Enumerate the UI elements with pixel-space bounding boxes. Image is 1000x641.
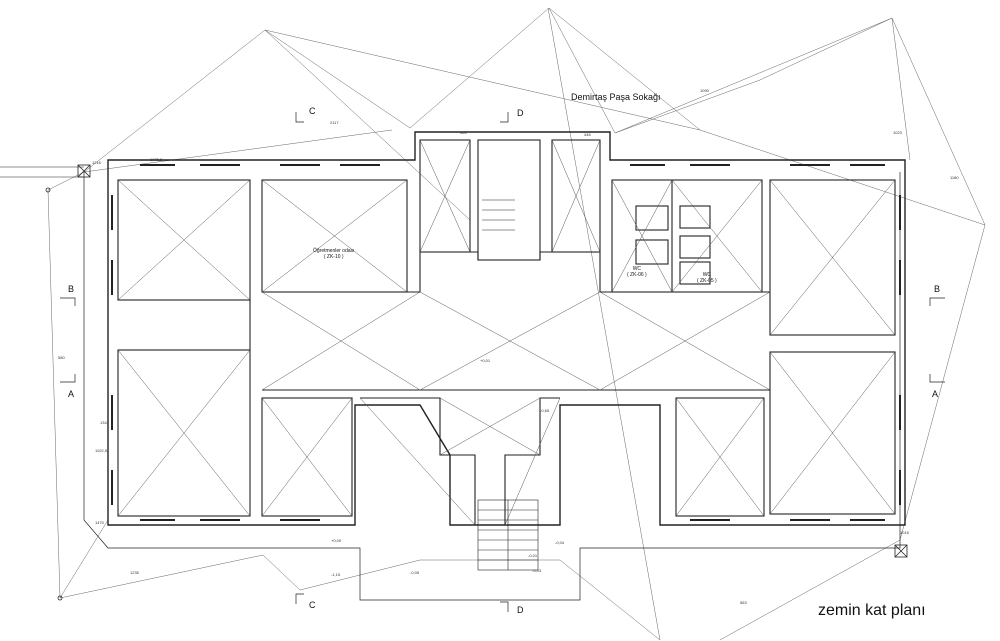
room-name: WC (702, 272, 712, 278)
section-mark-d-bottom: D (517, 605, 524, 615)
room-name: WC (632, 266, 642, 272)
survey-lines (47, 7, 986, 641)
room-code: ( ZK-10 ) (323, 254, 344, 260)
corner-markers (45, 164, 908, 601)
elevation-label: -1,15 (331, 572, 341, 577)
street-label: Demirtaş Paşa Sokağı (571, 92, 661, 102)
dimension-label: 464 (460, 130, 467, 135)
dimension-label: 446 (584, 132, 591, 137)
section-mark-b-right: B (934, 284, 941, 294)
dimension-label: 2117 (330, 120, 339, 125)
room-label-teachers: Öğretmenler odası ( ZK-10 ) (313, 248, 354, 260)
drawing-title: zemin kat planı (818, 602, 926, 619)
dimension-label: 1235 (130, 570, 139, 575)
dimension-label: 563 (740, 600, 747, 605)
section-mark-b-left: B (68, 284, 75, 294)
dimension-label: 1102,5 (95, 448, 107, 453)
elevation-label: -0,65 (540, 408, 550, 413)
dimension-label: 1075,5 (150, 157, 163, 162)
room-label-wc-1: WC ( ZK-06 ) (627, 266, 647, 278)
section-mark-c-top: C (309, 106, 316, 116)
elevation-label: -0,03 (532, 568, 542, 573)
section-mark-a-left: A (68, 389, 75, 399)
elevation-label: -0,05 (410, 570, 420, 575)
elevation-label: -0,01 (528, 553, 538, 558)
section-mark-a-right: A (932, 389, 939, 399)
plinth-outline (83, 172, 901, 601)
dimension-label: 1180 (950, 175, 959, 180)
building-outline (107, 131, 906, 526)
dimension-label: 1023 (893, 130, 902, 135)
room-code: ( ZK-05 ) (697, 278, 717, 284)
dimension-label: 1216 (92, 160, 101, 165)
dimension-label: 1470 (95, 520, 104, 525)
dimension-label: 580 (58, 355, 65, 360)
elevation-label: +0,00 (331, 538, 342, 543)
room-name: Öğretmenler odası (313, 248, 355, 254)
elevation-label: -0,04 (555, 540, 565, 545)
section-mark-d-top: D (517, 108, 524, 118)
dimension-label: 1090 (700, 88, 709, 93)
elevation-label: +0,01 (480, 358, 491, 363)
room-code: ( ZK-06 ) (627, 272, 647, 278)
section-mark-c-bottom: C (309, 600, 316, 610)
room-label-wc-2: WC ( ZK-05 ) (697, 272, 717, 284)
dimension-label: 1341 (100, 420, 109, 425)
entrance-stairs (477, 499, 539, 571)
dimension-label: 1015 (900, 530, 909, 535)
